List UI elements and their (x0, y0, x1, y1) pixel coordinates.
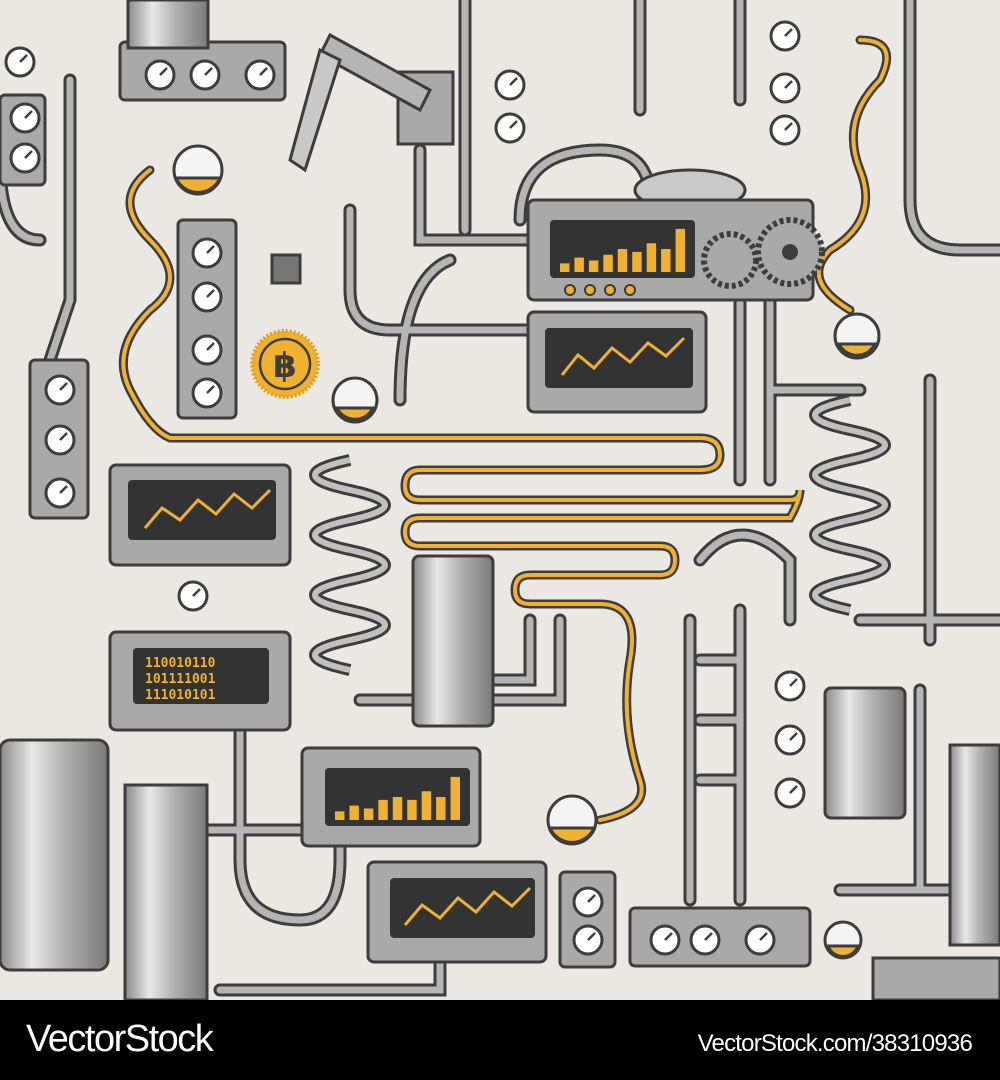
brand-logo: VectorStock (26, 1018, 214, 1060)
chart-bar (646, 243, 657, 272)
chart-bar (450, 776, 460, 820)
gauge-panels (0, 20, 812, 969)
chart-bar (335, 811, 345, 820)
chart-bar (421, 791, 432, 820)
chart-bar (588, 260, 599, 272)
robotic-arm (270, 32, 455, 285)
binary-row-3: 111010101 (145, 688, 216, 703)
chart-bar (574, 257, 584, 272)
chart-bar (378, 799, 388, 820)
flasks (172, 144, 881, 960)
chart-bar (363, 808, 374, 820)
chart-bar (392, 797, 403, 820)
line-chart-monitor-bottom (366, 860, 548, 964)
chart-bar (603, 254, 613, 272)
chart-bar (675, 228, 685, 272)
binary-monitor: 110010110 101111001 111010101 (108, 630, 292, 732)
chart-bar (661, 249, 671, 272)
line-chart-monitor-left (108, 463, 292, 567)
binary-row-1: 110010110 (145, 656, 216, 671)
chart-bar (407, 799, 417, 820)
chart-bar (632, 251, 642, 272)
bitcoin-icon: ฿ (273, 346, 297, 386)
watermark-banner: VectorStock VectorStock.com/38310936 (0, 1000, 1000, 1080)
chart-bar (617, 249, 628, 272)
line-chart-monitor-center (526, 310, 708, 414)
bar-chart-monitor-top (526, 168, 825, 302)
chart-bar (349, 805, 359, 820)
cylinders (0, 0, 1000, 1000)
image-url: VectorStock.com/38310936 (697, 1030, 973, 1057)
machinery-illustration: 110010110 101111001 111010101 (0, 0, 1000, 1000)
chart-bar (436, 797, 446, 820)
bar-chart-monitor-bottom (300, 746, 482, 848)
binary-row-2: 101111001 (145, 672, 216, 687)
chart-bar (560, 263, 570, 272)
bitcoin-coin: ฿ (250, 329, 320, 399)
